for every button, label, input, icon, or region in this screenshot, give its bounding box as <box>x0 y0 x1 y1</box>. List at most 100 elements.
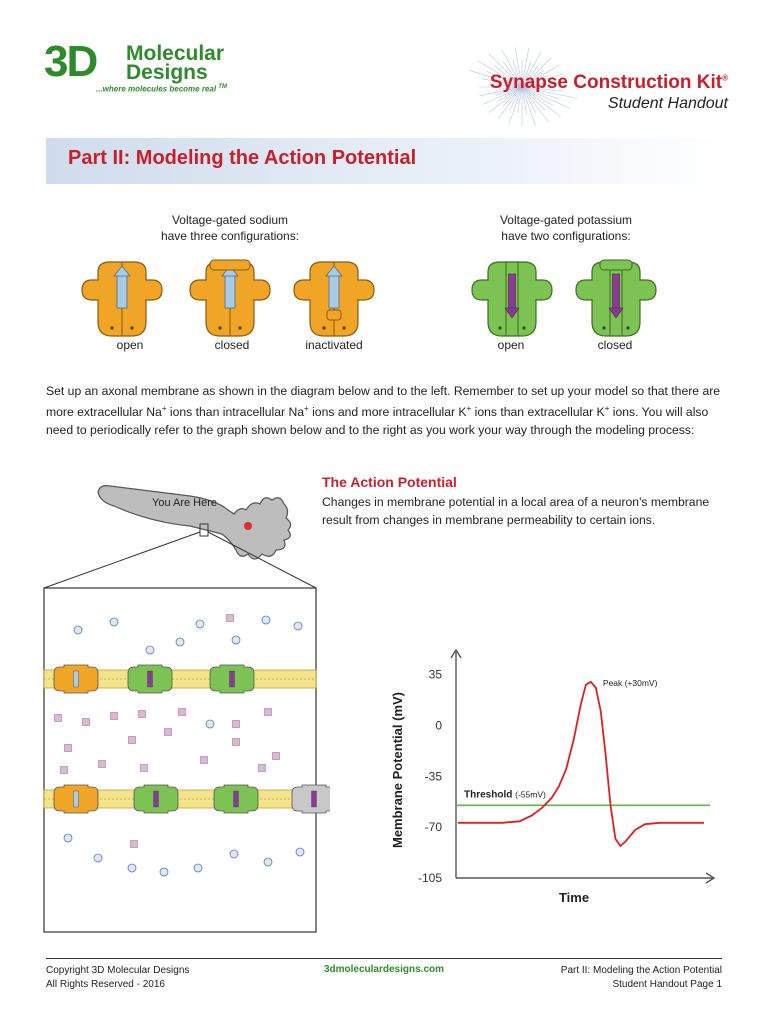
membrane-inactive-channel <box>291 784 330 814</box>
footer-copyright: Copyright 3D Molecular Designs All Right… <box>46 964 189 992</box>
chart-threshold: Threshold (-55mV) <box>456 789 710 807</box>
potassium-ion-icon <box>130 840 138 848</box>
instr-part4: ions than extracellular K <box>471 405 605 420</box>
instr-sup1: + <box>161 404 167 413</box>
logo-tagline-text: ...where molecules become real <box>96 84 217 94</box>
potassium-caption-line2: have two configurations: <box>501 229 631 243</box>
membrane-potassium-channel <box>127 664 173 694</box>
sodium-ion-icon <box>293 621 303 631</box>
neuron-illustration <box>43 485 317 589</box>
chart-ylabel: Membrane Potential (mV) <box>390 692 405 848</box>
potassium-ion-icon <box>110 712 118 720</box>
potassium-channel-closed-icon <box>575 259 657 337</box>
potassium-ion-icon <box>178 708 186 716</box>
potassium-ion-icon <box>200 756 208 764</box>
potassium-caption-line1: Voltage-gated potassium <box>499 213 633 227</box>
sodium-ion-icon <box>263 857 273 867</box>
footer-rights-line: All Rights Reserved - 2016 <box>46 979 165 990</box>
sodium-ion-icon <box>63 833 73 843</box>
threshold-label: Threshold (-55mV) <box>464 789 546 800</box>
y-tick-label: 35 <box>429 668 443 682</box>
peak-label: Peak (+30mV) <box>603 678 658 688</box>
chart-series <box>458 680 704 847</box>
sodium-ion-icon <box>195 619 205 629</box>
x-axis-arrow-icon <box>705 872 716 884</box>
sodium-ion-icon <box>193 863 203 873</box>
sodium-ion-icon <box>145 645 155 655</box>
instr-part1: Set up an axonal membrane as shown in th… <box>46 384 721 420</box>
logo-line2: Designs <box>126 61 208 84</box>
y-tick-label: -35 <box>425 769 443 783</box>
section-banner: Part II: Modeling the Action Potential <box>46 138 722 184</box>
sodium-caption-line1: Voltage-gated sodium <box>171 213 289 227</box>
chart-yticks: 35 0 -35 -70 -105 <box>418 668 442 885</box>
potassium-ion-icon <box>138 710 146 718</box>
footer-section: Part II: Modeling the Action Potential <box>560 965 722 976</box>
footer-divider <box>46 958 722 959</box>
instr-part2: ions than intracellular Na <box>166 405 305 420</box>
action-potential-description: Changes in membrane potential in a local… <box>322 495 710 527</box>
logo-tagline: ...where molecules become real TM <box>96 84 227 94</box>
sodium-label-inactivated: inactivated <box>305 338 363 352</box>
sodium-ion-icon <box>261 615 271 625</box>
sodium-ion-icon <box>109 617 119 627</box>
sodium-ion-icon <box>159 867 169 877</box>
y-tick-label: -70 <box>425 820 443 834</box>
logo-wordmark: Molecular Designs <box>126 43 224 84</box>
chart-xlabel: Time <box>559 890 589 905</box>
membrane-potassium-channel <box>209 664 255 694</box>
kit-title-block: Synapse Construction Kit® Student Handou… <box>490 72 728 113</box>
action-potential-heading: The Action Potential <box>322 474 457 490</box>
y-tick-label: 0 <box>435 718 442 732</box>
instr-sup2: + <box>304 404 309 413</box>
sodium-ion-icon <box>205 719 215 729</box>
instr-part3: ions and more intracellular K <box>308 405 467 420</box>
footer-website-link[interactable]: 3dmoleculardesigns.com <box>323 964 445 975</box>
potassium-ion-icon <box>272 752 280 760</box>
instr-part5: ions. You will also need to periodically… <box>46 405 709 438</box>
chart-peak-annotation: Peak (+30mV) <box>603 678 658 688</box>
sodium-ion-icon <box>175 637 185 647</box>
sodium-channel-open-icon <box>81 261 163 337</box>
potassium-ion-icon <box>140 764 148 772</box>
kit-registered-mark: ® <box>722 73 728 83</box>
y-tick-label: -105 <box>418 871 442 885</box>
starburst-graphic <box>469 47 578 126</box>
sodium-label-open: open <box>116 338 144 352</box>
footer-page: Student Handout Page 1 <box>612 979 722 990</box>
kit-name: Synapse Construction Kit® <box>490 72 728 94</box>
sodium-ion-icon <box>93 853 103 863</box>
potassium-ion-icon <box>226 614 234 622</box>
potassium-label-closed: closed <box>597 338 633 352</box>
logo-tm: TM <box>218 84 227 90</box>
channel-configurations-diagram <box>81 259 657 337</box>
sodium-ion-icon <box>73 625 83 635</box>
sodium-ion-icon <box>229 849 239 859</box>
sodium-label-closed: closed <box>214 338 250 352</box>
potassium-label-open: open <box>497 338 525 352</box>
membrane-sodium-channel <box>53 784 99 814</box>
axon-membrane-diagram: You Are Here <box>43 485 330 933</box>
kit-subtitle: Student Handout <box>607 95 728 112</box>
sodium-ion-icon <box>295 847 305 857</box>
potassium-ion-icon <box>98 760 106 768</box>
sodium-caption-line2: have three configurations: <box>160 229 300 243</box>
instructions-paragraph: Set up an axonal membrane as shown in th… <box>46 382 722 439</box>
membrane-potassium-channel <box>133 784 179 814</box>
potassium-ion-icon <box>82 718 90 726</box>
membrane-potential-series-line <box>458 680 704 847</box>
potassium-ion-icon <box>264 708 272 716</box>
potassium-ion-icon <box>60 766 68 774</box>
potassium-ion-icon <box>54 714 62 722</box>
sodium-caption: Voltage-gated sodium have three configur… <box>130 212 330 244</box>
potassium-ion-icon <box>128 736 136 744</box>
membrane-sodium-channel <box>53 664 99 694</box>
potassium-ion-icon <box>232 738 240 746</box>
action-potential-chart: Membrane Potential (mV) 35 0 -35 -70 -105 Th… <box>390 648 716 905</box>
instr-sup4: + <box>604 404 610 413</box>
potassium-ion-icon <box>164 728 172 736</box>
zoom-region-marker <box>199 523 209 537</box>
potassium-ion-icon <box>232 720 240 728</box>
company-logo: 3D Molecular Designs ...where molecules … <box>44 40 284 100</box>
footer-copyright-line: Copyright 3D Molecular Designs <box>46 965 190 976</box>
